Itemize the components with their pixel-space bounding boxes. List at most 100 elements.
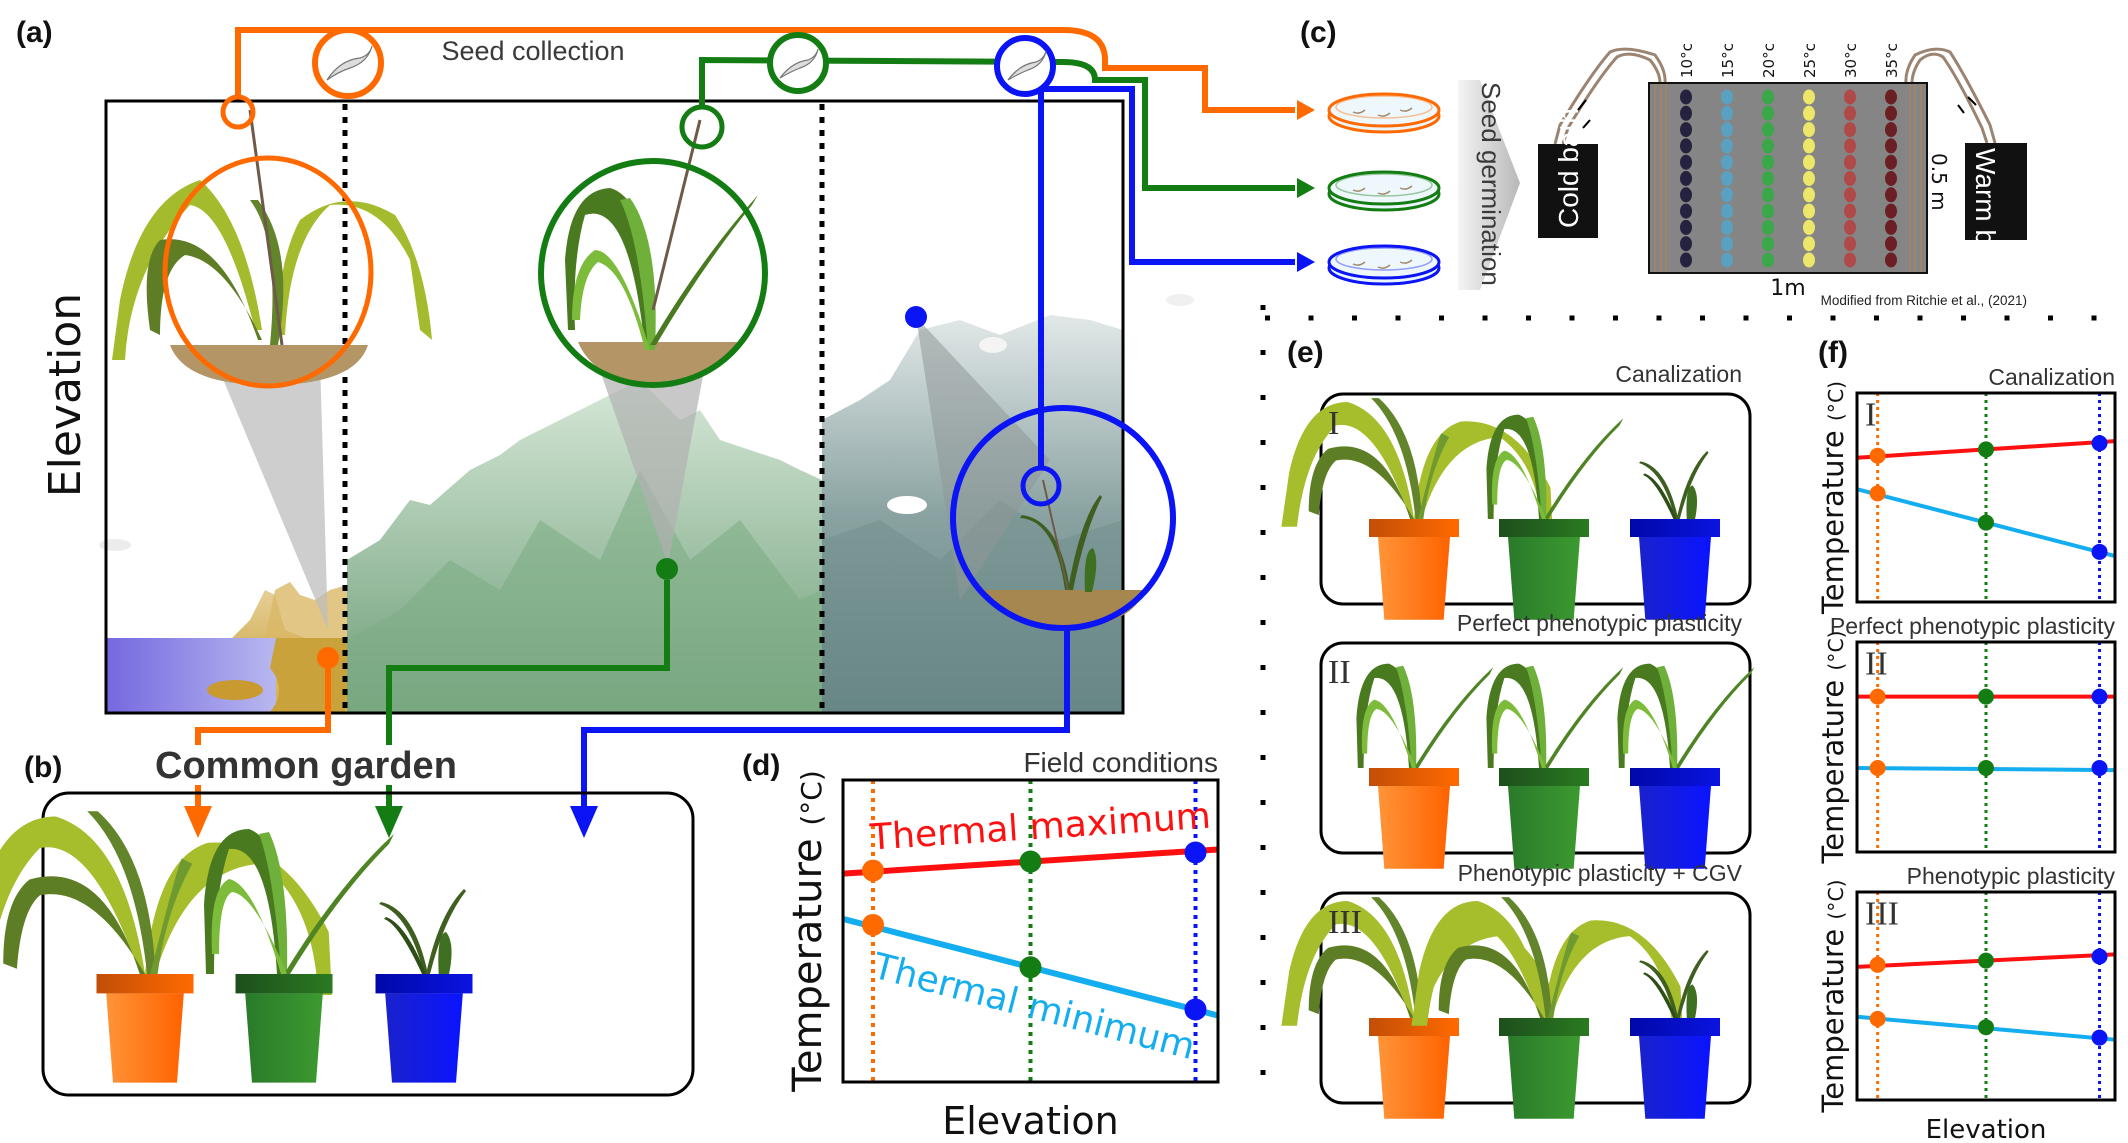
germination-dot [1721,138,1733,154]
germination-dot [1844,154,1856,170]
temperature-column: 10°c [1678,43,1696,268]
plant-leaf [284,834,394,974]
plant-leaf [146,239,262,340]
plant-leaf [1356,663,1415,768]
germination-dot [1721,122,1733,138]
seed-germination-label: Seed germination [1476,82,1506,286]
germination-dot [1680,89,1692,105]
panel-c: (c) Seed germination Cold bath Warm bath… [1297,16,2027,308]
thermal-maximum-point-mid [1978,952,1994,969]
plant-leaf [1639,461,1679,519]
thermal-minimum-point-high [2091,760,2108,776]
thermal-maximum-point-low [1869,447,1886,464]
y-axis-label: Temperature (°C) [1816,381,1850,615]
seed-icon [1377,190,1391,195]
y-axis-label: Temperature (°C) [1816,879,1850,1113]
germination-dot [1721,187,1733,203]
chart-frame [841,778,1220,1084]
scenario-numeral: II [1328,654,1351,691]
plant-leaf [211,879,287,974]
germination-dot [1844,171,1856,186]
plant-leaf [426,889,466,974]
seed-icon [1399,185,1413,190]
seed-icon [1352,261,1366,266]
plant-leaf [1686,485,1698,523]
germination-dot [1803,105,1815,121]
temperature-column: 20°c [1760,43,1778,268]
cold-bath-box [1538,144,1598,238]
plant-leaf [1686,984,1698,1022]
seed-icon [779,48,819,79]
germination-dot [1721,219,1733,235]
garden-arrow-low [184,806,212,838]
plant-grass [1084,548,1097,592]
germination-dot [1844,138,1856,154]
pot-body-high [1639,786,1711,869]
x-axis-label: Elevation [1926,1115,2047,1143]
germination-dot [1721,154,1733,170]
plant-leaf [1486,663,1545,768]
germination-dot [1885,219,1897,235]
germination-dot [1762,252,1774,268]
tank-height-label: 0.5 m [1927,153,1951,211]
temperature-label: 25°c [1801,43,1819,78]
scenario-title: Phenotypic plasticity + CGV [1458,860,1743,886]
petri-arrow-high [1297,252,1315,272]
site-circle-low [162,155,374,389]
petri-dish-lid [1327,170,1441,206]
common-garden-title: Common garden [155,745,457,787]
site-low [112,94,432,389]
plant-leaf [204,829,285,974]
shore [270,638,355,712]
germination-dot [1762,171,1774,186]
panel-c-label: (c) [1300,16,1337,49]
flow-arrow-icon [1957,104,1965,114]
thermal-minimum-point-high [2091,1029,2108,1046]
thermal-minimum-point-high [1184,998,1207,1021]
thermal-minimum-point-low [1869,760,1886,776]
temperature-label: 10°c [1678,43,1696,78]
germination-dot [1885,203,1897,219]
plant-leaf [1281,402,1414,527]
germination-dot [1885,171,1897,186]
sampling-point-mid [656,558,678,580]
plant-leaf [650,195,758,345]
cloud-icon [979,337,1007,353]
site-mid [538,104,768,580]
petri-dish-high [1327,244,1441,286]
cloud-icon [1166,294,1194,306]
common-garden-pots [0,811,473,1083]
credit-text: Modified from Ritchie et al., (2021) [1821,293,2027,308]
thermal-minimum-point-mid [1978,1019,1994,1036]
common-garden-frame [41,791,695,1097]
pot-rim-mid [1499,519,1589,537]
germination-dot [1762,203,1774,219]
pot-body-mid [1508,786,1580,869]
plant-leaf [1411,901,1544,1026]
plant-leaf [87,811,156,974]
germination-dot [1721,105,1733,121]
pot-body-low [1378,537,1450,620]
germination-dot [1721,252,1733,268]
thermal-maximum-point-mid [1978,441,1994,458]
germination-dot [1844,89,1856,105]
plant-leaf [150,858,193,974]
pot-body-mid [245,993,323,1083]
plant-leaf [1544,920,1683,1034]
seed-icon [1007,50,1047,81]
germination-dot [1762,138,1774,154]
plant-leaf [1438,945,1544,1018]
plant-leaf [1643,972,1677,1018]
petri-dishes [1327,92,1441,286]
pot-body-high [385,993,463,1083]
plant-leaf [572,250,650,350]
germination-dot [1803,122,1815,138]
scenario-title: Perfect phenotypic plasticity [1457,610,1743,636]
thermal-minimum-point-mid [1978,514,1994,531]
cloud-icon [887,496,927,514]
